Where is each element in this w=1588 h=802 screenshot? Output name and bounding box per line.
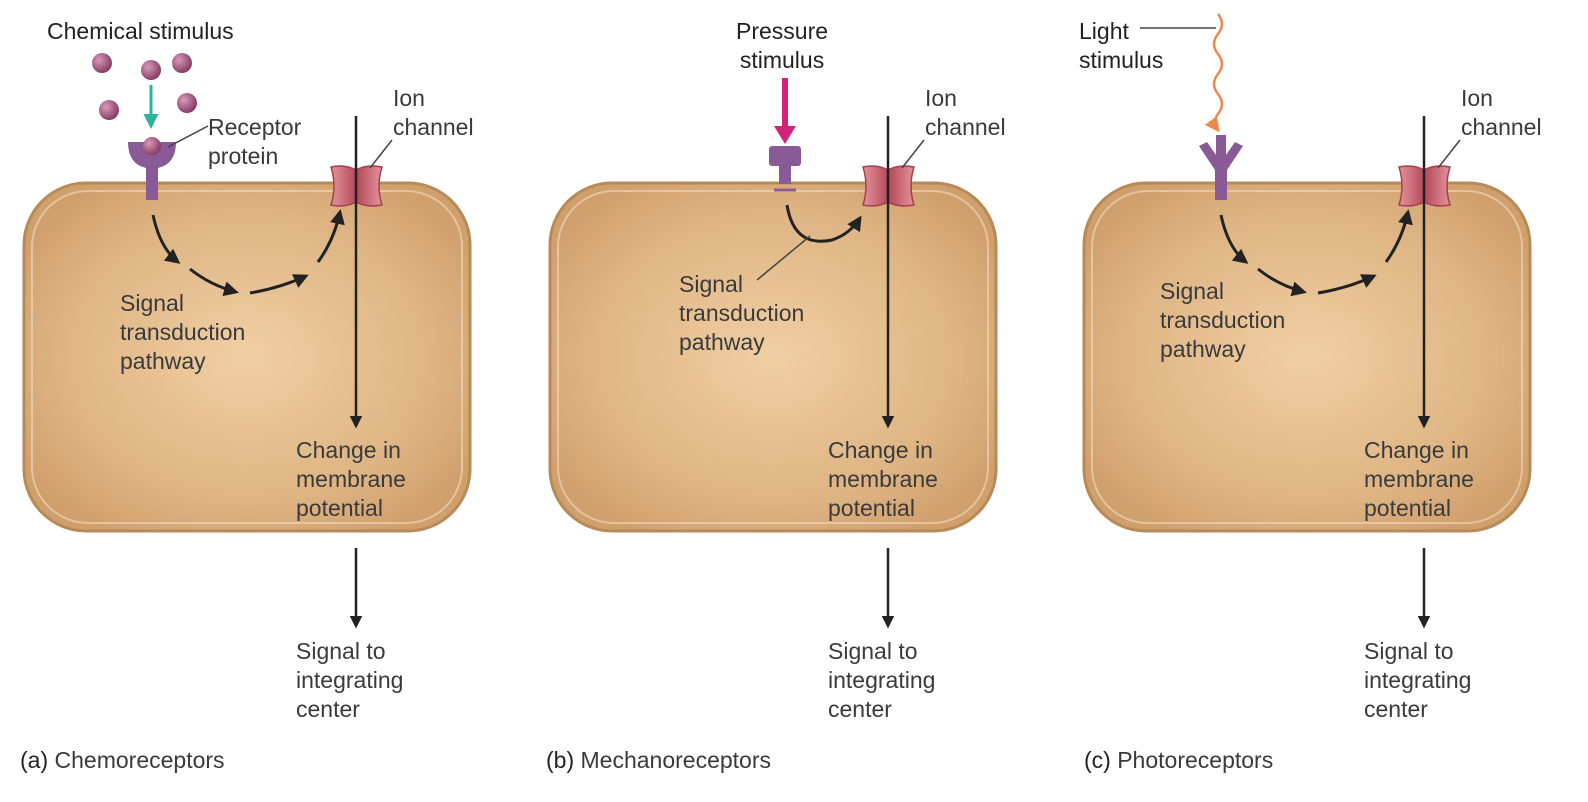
ion-channel-label: Ion channel [925,85,1006,140]
panel-chemoreceptors: Chemical stimulus Receptor protein Ion c… [0,0,530,802]
receptor-protein-icon [128,142,176,200]
photoreceptor-art [1082,13,1532,629]
pathway-arrow-2 [189,267,239,297]
panel-caption: (c) Photoreceptors [1084,746,1273,775]
caption-text: Photoreceptors [1117,747,1274,773]
panel-photoreceptors: Light stimulus Ion channel Signal transd… [1068,0,1588,802]
mechanoreceptor-stalk [779,166,791,184]
pathway-arrow-4 [316,209,345,263]
signal-leader-line [756,235,811,281]
pathway-arrow [785,204,862,243]
stimulus-label: Pressure stimulus [736,18,829,73]
pathway-arrow-1 [1219,214,1249,264]
output-signal-label: Signal to integrating center [296,638,404,722]
receptor-leader-line [167,125,209,148]
cell-body [1082,181,1532,533]
ion-channel-label: Ion channel [1461,85,1542,140]
membrane-potential-label: Change in membrane potential [296,437,406,521]
molecule-icon [92,53,112,73]
pathway-arrow-1 [151,214,181,264]
cell-body [548,181,998,533]
panel-caption: (a) Chemoreceptors [20,746,225,775]
pathway-arrow-3 [1317,274,1377,295]
photoreceptor-icon [1199,142,1243,200]
molecule-icon [141,60,161,80]
pathway-arrow-4 [1384,209,1413,263]
signal-pathway-label: Signal transduction pathway [679,271,805,355]
panel-caption: (b) Mechanoreceptors [546,746,771,775]
molecule-icon [99,100,119,120]
pressure-arrowhead [774,126,796,144]
light-wave-icon [1204,13,1224,133]
ion-channel-leader-line [901,139,925,169]
stimulus-label: Light stimulus [1079,18,1164,73]
caption-letter: (c) [1084,747,1111,773]
molecule-icon [177,93,197,113]
caption-letter: (a) [20,747,49,773]
photoreceptor-center-arm [1216,135,1226,165]
cell-inner-border [557,190,989,524]
caption-text: Mechanoreceptors [580,747,772,773]
bound-molecule-icon [143,137,161,155]
ion-channel-label: Ion channel [393,85,474,140]
pathway-arrow-2 [1257,267,1307,297]
caption-letter: (b) [546,747,575,773]
signal-pathway-label: Signal transduction pathway [1160,278,1286,362]
stimulus-label: Chemical stimulus [47,18,234,44]
cell-inner-border [1091,190,1523,524]
cell-body [22,181,472,533]
panel-mechanoreceptors: Pressure stimulus Ion channel Signal tra… [532,0,1062,802]
ion-channel-leader-line [369,139,393,169]
output-signal-label: Signal to integrating center [1364,638,1472,722]
mechanoreceptor-icon [769,146,801,166]
signal-pathway-label: Signal transduction pathway [120,290,246,374]
mechanoreceptor-art [548,78,998,629]
pathway-arrow-3 [249,274,309,295]
caption-text: Chemoreceptors [54,747,225,773]
molecule-icon [172,53,192,73]
chemoreceptor-art [22,53,472,629]
output-signal-label: Signal to integrating center [828,638,936,722]
cell-inner-border [31,190,463,524]
receptor-label: Receptor protein [208,114,302,169]
membrane-potential-label: Change in membrane potential [1364,437,1474,521]
membrane-potential-label: Change in membrane potential [828,437,938,521]
ion-channel-leader-line [1437,139,1461,169]
